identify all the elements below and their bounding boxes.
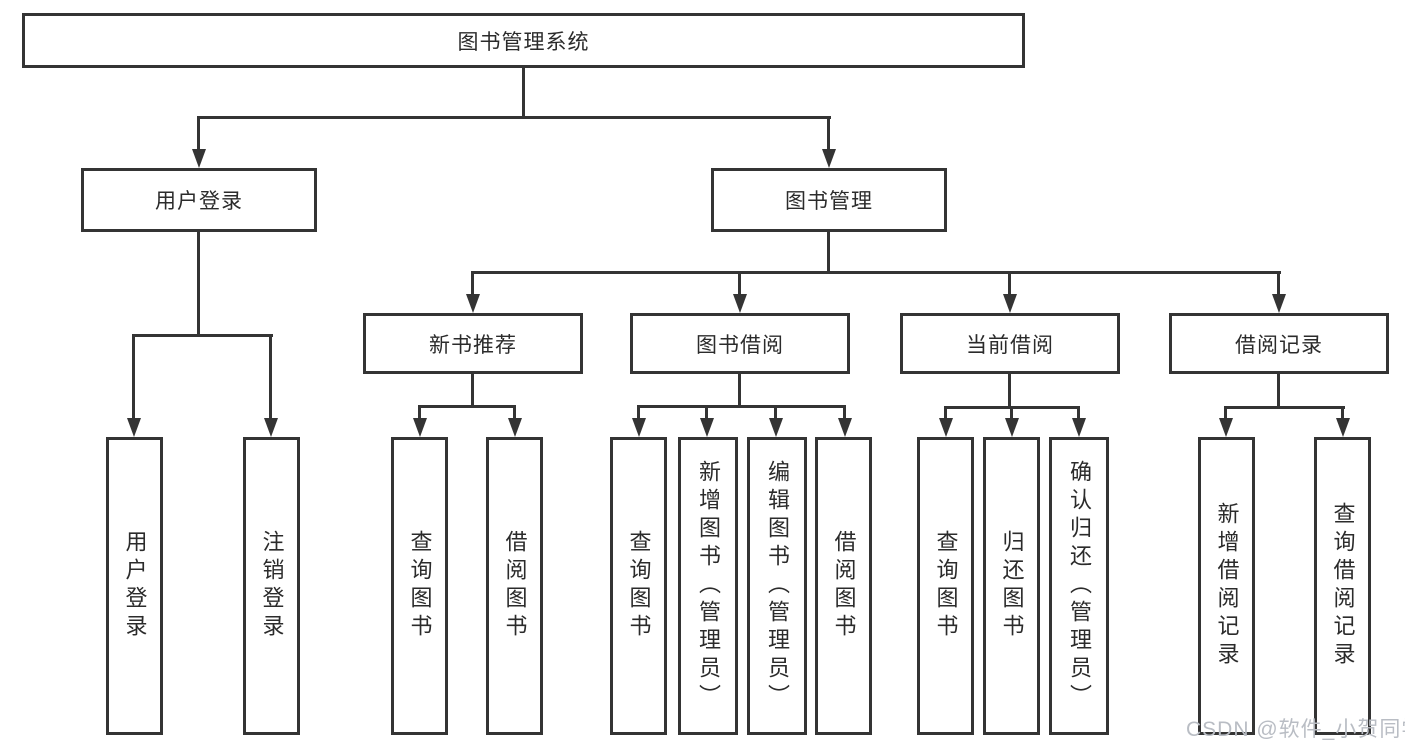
connector-line: [827, 232, 830, 274]
connector-line: [471, 271, 474, 301]
connector-line: [738, 374, 741, 408]
leaf-bb-edit-books-admin: 编辑图书（管理员）: [747, 437, 807, 735]
arrow-down-icon: [1219, 418, 1233, 437]
connector-line: [197, 116, 200, 161]
connector-line: [827, 116, 830, 161]
node-current-borrow-label: 当前借阅: [966, 333, 1054, 357]
connector-line: [705, 405, 708, 425]
arrow-down-icon: [264, 418, 278, 437]
leaf-cb-query-books: 查询图书: [917, 437, 974, 735]
connector-line: [269, 334, 272, 424]
connector-line: [1077, 406, 1080, 425]
connector-line: [1008, 374, 1011, 409]
connector-line: [132, 334, 273, 337]
arrow-down-icon: [769, 418, 783, 437]
leaf-cb-return-books: 归还图书: [983, 437, 1040, 735]
node-user-login-label: 用户登录: [155, 190, 243, 213]
leaf-bb-add-books-admin-label: 新增图书（管理员）: [696, 460, 721, 712]
connector-line: [1008, 271, 1011, 301]
node-root: 图书管理系统: [22, 13, 1025, 68]
leaf-bb-borrow-books-label: 借阅图书: [831, 530, 857, 642]
connector-line: [418, 405, 516, 408]
connector-line: [132, 334, 135, 424]
node-user-login: 用户登录: [81, 168, 317, 232]
leaf-bb-add-books-admin: 新增图书（管理员）: [678, 437, 738, 735]
leaf-nb-borrow-books: 借阅图书: [486, 437, 543, 735]
arrow-down-icon: [1336, 418, 1350, 437]
arrow-down-icon: [939, 418, 953, 437]
connector-line: [637, 405, 846, 408]
leaf-logout: 注销登录: [243, 437, 300, 735]
arrow-down-icon: [838, 418, 852, 437]
arrow-down-icon: [127, 418, 141, 437]
leaf-bb-query-books-label: 查询图书: [626, 530, 652, 642]
connector-line: [1341, 406, 1344, 425]
leaf-bb-borrow-books: 借阅图书: [815, 437, 872, 735]
connector-line: [1224, 406, 1345, 409]
connector-line: [944, 406, 947, 425]
node-borrow-records: 借阅记录: [1169, 313, 1389, 374]
arrow-down-icon: [1005, 418, 1019, 437]
connector-line: [1277, 271, 1280, 301]
leaf-cb-confirm-return-admin-label: 确认归还（管理员）: [1067, 460, 1092, 712]
connector-line: [513, 405, 516, 425]
node-new-book-recommend-label: 新书推荐: [429, 333, 517, 357]
arrow-down-icon: [1272, 294, 1286, 313]
arrow-down-icon: [1003, 294, 1017, 313]
arrow-down-icon: [700, 418, 714, 437]
node-current-borrow: 当前借阅: [900, 313, 1120, 374]
leaf-user-login: 用户登录: [106, 437, 163, 735]
connector-line: [774, 405, 777, 425]
node-new-book-recommend: 新书推荐: [363, 313, 583, 374]
connector-line: [197, 232, 200, 337]
leaf-br-query-borrow-record: 查询借阅记录: [1314, 437, 1371, 735]
node-book-management: 图书管理: [711, 168, 947, 232]
connector-line: [418, 405, 421, 425]
node-borrow-records-label: 借阅记录: [1235, 333, 1323, 357]
watermark: CSDN @软件_小贺同学: [1186, 718, 1405, 741]
arrow-down-icon: [466, 294, 480, 313]
leaf-cb-return-books-label: 归还图书: [999, 530, 1025, 642]
arrow-down-icon: [192, 149, 206, 168]
leaf-bb-query-books: 查询图书: [610, 437, 667, 735]
connector-line: [197, 116, 831, 119]
leaf-br-add-borrow-record-label: 新增借阅记录: [1214, 502, 1240, 670]
connector-line: [1224, 406, 1227, 425]
leaf-nb-query-books: 查询图书: [391, 437, 448, 735]
connector-line: [1277, 374, 1280, 409]
connector-line: [738, 271, 741, 301]
leaf-nb-query-books-label: 查询图书: [407, 530, 433, 642]
arrow-down-icon: [822, 149, 836, 168]
leaf-logout-label: 注销登录: [259, 530, 285, 642]
connector-line: [522, 68, 525, 119]
arrow-down-icon: [733, 294, 747, 313]
arrow-down-icon: [413, 418, 427, 437]
connector-line: [471, 374, 474, 408]
arrow-down-icon: [508, 418, 522, 437]
node-book-borrow: 图书借阅: [630, 313, 850, 374]
connector-line: [843, 405, 846, 425]
node-book-borrow-label: 图书借阅: [696, 333, 784, 357]
connector-line: [637, 405, 640, 425]
connector-line: [1010, 406, 1013, 425]
connector-line: [471, 271, 1281, 274]
arrow-down-icon: [1072, 418, 1086, 437]
leaf-cb-confirm-return-admin: 确认归还（管理员）: [1049, 437, 1109, 735]
node-root-label: 图书管理系统: [457, 30, 590, 54]
leaf-user-login-label: 用户登录: [122, 530, 148, 642]
leaf-bb-edit-books-admin-label: 编辑图书（管理员）: [765, 460, 790, 712]
arrow-down-icon: [632, 418, 646, 437]
leaf-nb-borrow-books-label: 借阅图书: [502, 530, 528, 642]
leaf-cb-query-books-label: 查询图书: [933, 530, 959, 642]
leaf-br-query-borrow-record-label: 查询借阅记录: [1330, 502, 1356, 670]
node-book-management-label: 图书管理: [785, 190, 873, 213]
leaf-br-add-borrow-record: 新增借阅记录: [1198, 437, 1255, 735]
